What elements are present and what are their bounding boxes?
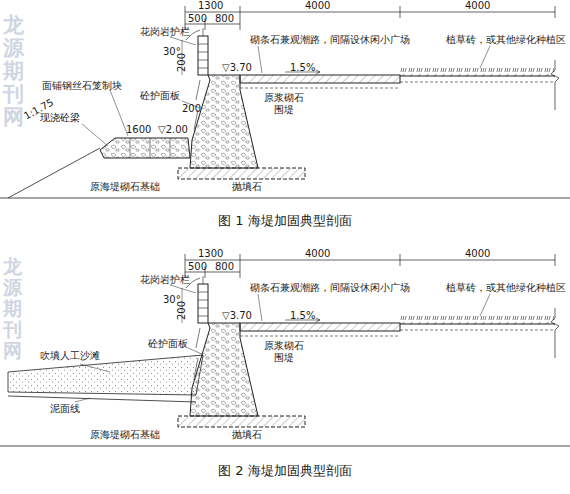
part-label: 泥面线 [50, 403, 80, 415]
section-1 [170, 6, 559, 179]
part-label: 植草砖，或其他绿化种植区 [446, 34, 566, 46]
dimension: 4000 [465, 0, 490, 12]
watermark: 龙源期刊网 [3, 256, 22, 360]
fig1-extras [0, 90, 570, 198]
watermark: 龙源期刊网 [3, 14, 24, 129]
part-label: 1300 [198, 248, 223, 260]
part-label: 原海堤砌石基础 [90, 429, 160, 441]
elevation-mark: ▽2.00 [158, 124, 188, 136]
part-label: 植草砖，或其他绿化种植区 [446, 282, 566, 294]
figure-caption: 图 2 海堤加固典型剖面 [218, 464, 352, 479]
part-label: 原浆砌石围堤 [262, 340, 306, 363]
part-label: 现浇砼梁 [40, 112, 80, 124]
part-label: 砼护面板 [140, 90, 180, 102]
part-label: 原海堤砌石基础 [90, 181, 160, 193]
slope-label: 1.5% [290, 62, 315, 74]
part-label: 抛填石 [232, 181, 262, 193]
part-label: 4000 [305, 248, 330, 260]
part-label: 面铺钢丝石笼制块 [42, 80, 122, 92]
part-label: 1.5% [290, 310, 315, 322]
dimension: 200 [182, 103, 201, 115]
part-label: 花岗岩护栏 [140, 274, 190, 286]
dimension: 1600 [126, 124, 151, 136]
part-label: 原浆砌石围堤 [262, 92, 306, 115]
dimension: 200 [176, 53, 188, 72]
dimension: 4000 [305, 0, 330, 12]
dimension: 1300 [198, 0, 223, 12]
part-label: 砼护面板 [148, 338, 188, 350]
part-label: ▽3.70 [222, 310, 252, 322]
part-label: 200 [176, 301, 188, 320]
figure-caption: 图 1 海堤加固典型剖面 [218, 214, 352, 229]
section-2 [170, 254, 559, 427]
part-label: 抛填石 [232, 429, 262, 441]
fig2-extras [0, 348, 570, 446]
elevation-mark: ▽3.70 [222, 62, 252, 74]
part-label: 800 [215, 261, 234, 273]
part-label: 500 [188, 261, 207, 273]
part-label: 砌条石兼观潮路，间隔设休闲小广场 [250, 34, 410, 46]
part-label: 砌条石兼观潮路，间隔设休闲小广场 [250, 282, 410, 294]
dimension: 500 [188, 13, 207, 25]
part-label: 4000 [465, 248, 490, 260]
part-label: 吹填人工沙滩 [40, 350, 100, 362]
dimension: 800 [215, 13, 234, 25]
part-label: 花岗岩护栏 [140, 26, 190, 38]
